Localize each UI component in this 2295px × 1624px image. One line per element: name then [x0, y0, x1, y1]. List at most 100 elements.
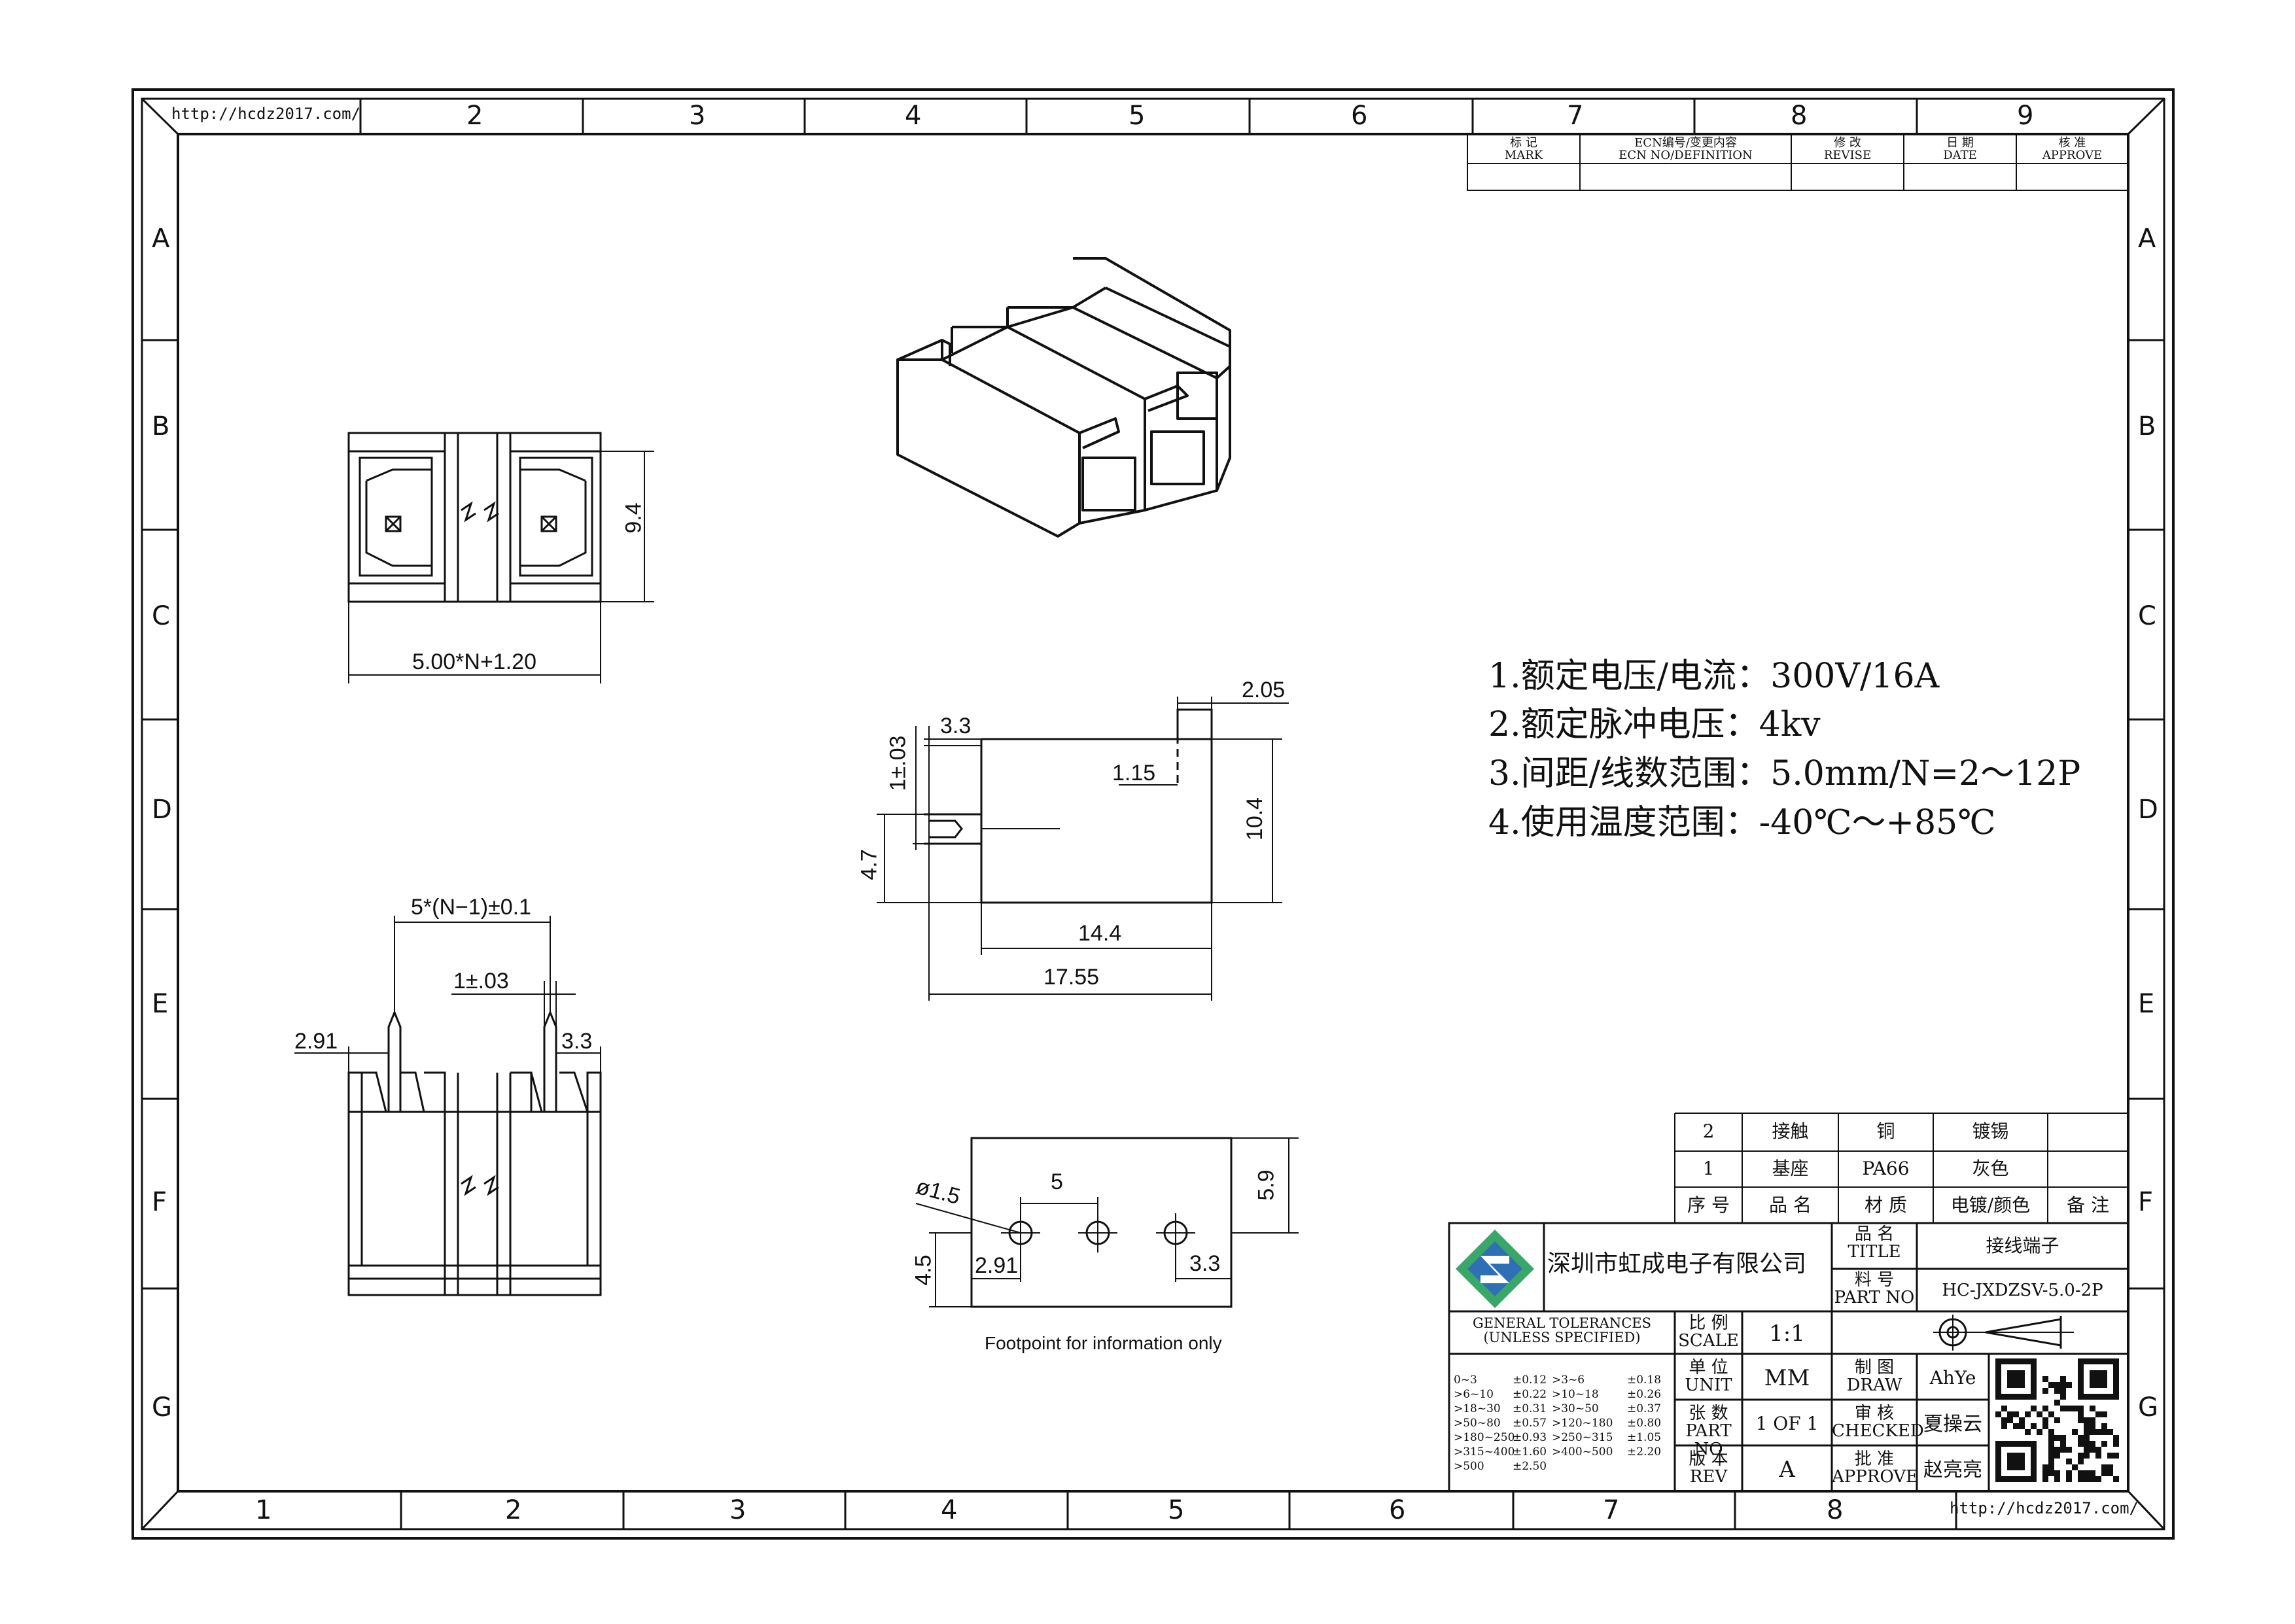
- bom-header-finish: 电镀/颜色: [1950, 1194, 2031, 1216]
- tolerance-cell: >400~500: [1552, 1445, 1613, 1459]
- dim-bottom-33: 3.3: [561, 1029, 593, 1054]
- zone-top-7: 7: [1567, 101, 1584, 131]
- zone-top-5: 5: [1129, 101, 1146, 131]
- zone-bottom-5: 5: [1168, 1495, 1185, 1525]
- front-view: [347, 432, 654, 683]
- zone-left-C: C: [152, 601, 170, 631]
- zone-top-8: 8: [1791, 101, 1808, 131]
- side-view: [877, 697, 1289, 1001]
- footprint-note: Footpoint for information only: [985, 1333, 1222, 1353]
- zone-right-A: A: [2138, 224, 2156, 254]
- zone-right-G: G: [2138, 1392, 2158, 1423]
- dim-side-33: 3.3: [940, 714, 972, 738]
- tolerance-cell: ±0.93: [1513, 1431, 1547, 1444]
- part-no-value: HC-JXDZSV-5.0-2P: [1942, 1281, 2103, 1300]
- bom-header-no: 序 号: [1687, 1194, 1730, 1216]
- bom-header-material: 材 质: [1865, 1194, 1907, 1216]
- dim-fp-59: 5.9: [1253, 1169, 1279, 1201]
- zone-bottom-3: 3: [729, 1495, 746, 1525]
- tolerance-cell: 0~3: [1454, 1373, 1477, 1387]
- tolerance-cell: ±2.20: [1627, 1445, 1662, 1459]
- dim-bottom-1-03: 1±.03: [453, 969, 509, 993]
- zone-bottom-8: 8: [1827, 1495, 1844, 1525]
- bom-row-2-no: 2: [1702, 1120, 1715, 1142]
- tolerance-cell: >180~250: [1454, 1431, 1515, 1444]
- url-bottom[interactable]: http://hcdz2017.com/: [1950, 1499, 2139, 1517]
- tolerance-cell: >250~315: [1552, 1431, 1613, 1444]
- dim-side-104: 10.4: [1242, 797, 1268, 841]
- tolerance-cell: ±1.60: [1513, 1445, 1547, 1459]
- tolerance-cell: >30~50: [1552, 1402, 1599, 1415]
- tolerance-cell: ±0.18: [1627, 1373, 1662, 1387]
- title-block: [1448, 1222, 2129, 1493]
- zone-bottom-1: 1: [255, 1495, 272, 1525]
- zone-top-3: 3: [689, 101, 706, 131]
- revision-table: [1467, 133, 2129, 191]
- inner-border: [177, 133, 2129, 1493]
- spec-note-2: 2.额定脉冲电压：4kv: [1488, 705, 1821, 744]
- tolerance-cell: >315~400: [1454, 1445, 1515, 1459]
- zone-left-G: G: [152, 1392, 172, 1423]
- zone-right-F: F: [2138, 1187, 2154, 1217]
- spec-note-3: 3.间距/线数范围：5.0mm/N=2～12P: [1488, 754, 2081, 793]
- scale-value: 1:1: [1769, 1321, 1805, 1347]
- bom-row-1-no: 1: [1702, 1158, 1715, 1179]
- tolerance-cell: >50~80: [1454, 1417, 1501, 1430]
- zone-bottom-7: 7: [1603, 1495, 1620, 1525]
- zone-right-D: D: [2138, 795, 2158, 825]
- tolerance-cell: ±0.12: [1513, 1373, 1547, 1387]
- tolerance-cell: ±0.80: [1627, 1417, 1662, 1430]
- bom-table: [1674, 1113, 2128, 1223]
- zone-top-6: 6: [1351, 101, 1368, 131]
- dim-fp-33: 3.3: [1189, 1251, 1221, 1276]
- dim-side-115: 1.15: [1112, 761, 1156, 786]
- company-logo: [1456, 1230, 1534, 1308]
- tolerance-cell: ±0.26: [1627, 1388, 1662, 1401]
- tolerance-cell: >120~180: [1552, 1417, 1613, 1430]
- spec-note-1: 1.额定电压/电流：300V/16A: [1488, 657, 1940, 696]
- tolerance-cell: >18~30: [1454, 1402, 1501, 1415]
- qr-code: [1995, 1358, 2119, 1482]
- zone-right-B: B: [2138, 411, 2156, 441]
- zone-right-C: C: [2138, 601, 2156, 631]
- bom-header-note: 备 注: [2067, 1194, 2109, 1216]
- tolerance-cell: ±2.50: [1513, 1460, 1547, 1473]
- approve-value: 赵亮亮: [1923, 1459, 1982, 1481]
- pin-view: [294, 916, 602, 1296]
- zone-left-A: A: [152, 224, 170, 254]
- sheet-value: 1 OF 1: [1755, 1413, 1819, 1434]
- tolerance-cell: ±1.05: [1627, 1431, 1662, 1444]
- dim-side-144: 14.4: [1078, 921, 1122, 946]
- tolerance-cell: >10~18: [1552, 1388, 1599, 1401]
- zone-left-E: E: [152, 989, 169, 1019]
- title-value: 接线端子: [1986, 1235, 2059, 1256]
- bom-row-2-name: 接触: [1772, 1120, 1809, 1142]
- dim-side-205: 2.05: [1242, 678, 1286, 702]
- dim-side-1755: 17.55: [1043, 965, 1100, 990]
- url-top[interactable]: http://hcdz2017.com/: [171, 105, 360, 123]
- dim-front-width: 5.00*N+1.20: [412, 649, 536, 674]
- zone-border: [141, 97, 2165, 1530]
- bom-header-name: 品 名: [1769, 1194, 1812, 1216]
- zone-top-2: 2: [466, 101, 483, 131]
- spec-note-4: 4.使用温度范围：-40℃～+85℃: [1488, 803, 1996, 842]
- tolerance-cell: >6~10: [1454, 1388, 1494, 1401]
- checked-value: 夏操云: [1923, 1413, 1982, 1436]
- dim-fp-pitch: 5: [1051, 1169, 1063, 1194]
- zone-bottom-6: 6: [1389, 1495, 1406, 1525]
- rev-value: A: [1779, 1457, 1795, 1483]
- tolerance-cell: ±0.37: [1627, 1402, 1662, 1415]
